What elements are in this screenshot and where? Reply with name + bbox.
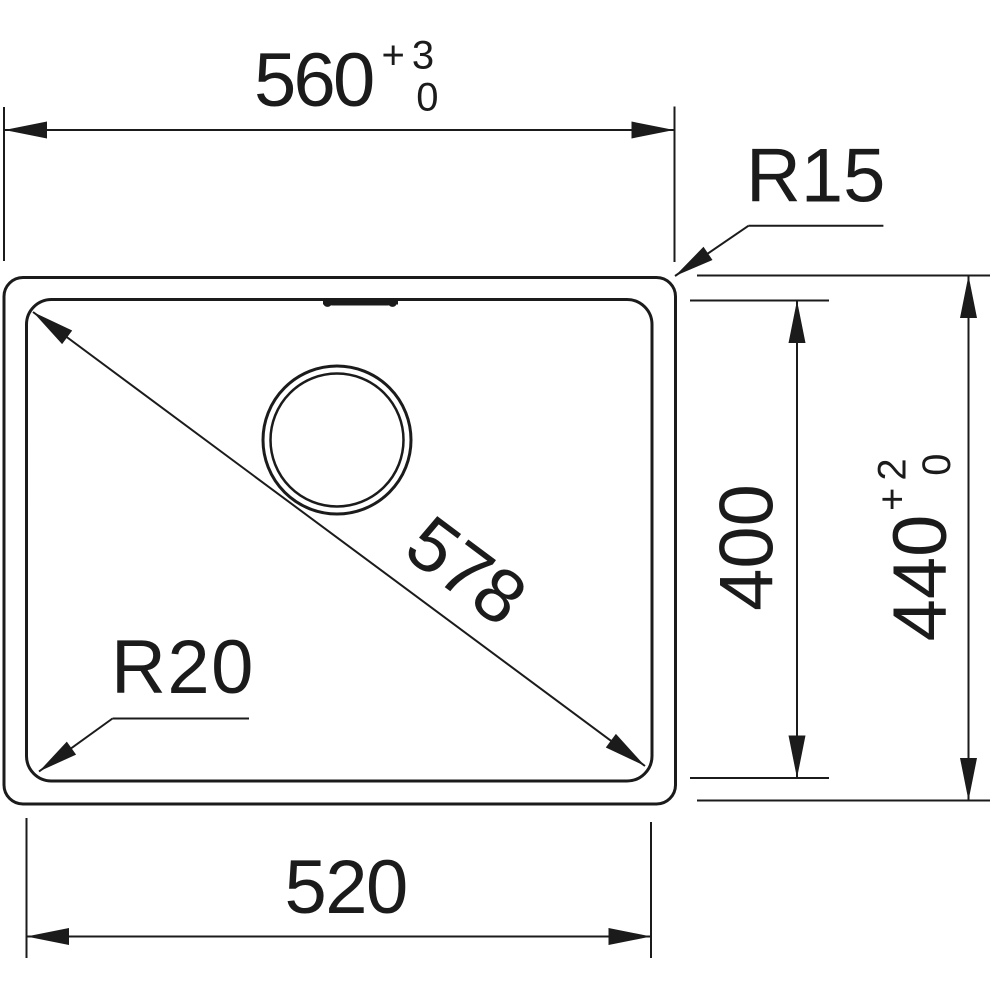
svg-text:520: 520 — [285, 845, 407, 930]
svg-text:R20: R20 — [111, 625, 255, 710]
svg-text:+2: +2 — [871, 451, 915, 511]
svg-text:+3: +3 — [382, 34, 442, 78]
svg-text:560: 560 — [254, 38, 373, 123]
svg-text:0: 0 — [915, 454, 959, 476]
svg-text:400: 400 — [705, 484, 790, 611]
svg-text:0: 0 — [416, 76, 438, 120]
svg-text:R15: R15 — [746, 134, 885, 219]
svg-text:440: 440 — [878, 515, 963, 642]
